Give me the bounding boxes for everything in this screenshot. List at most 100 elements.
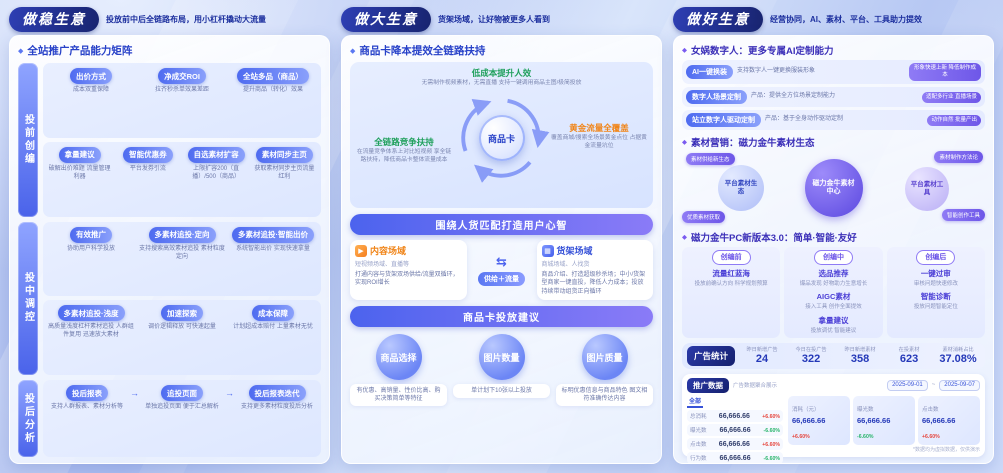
feature-chip[interactable]: 自选素材扩容 (187, 146, 245, 163)
tab-all[interactable]: 全部 (687, 396, 704, 408)
pc30-item-name[interactable]: 智能诊断 (920, 292, 951, 302)
metric-value: 66,666.66 (922, 415, 956, 425)
advice-item: 图片质量 标明优惠信息与商品特色 图文相符准确传达内容 (556, 334, 653, 407)
metric-row: 行为数 66,666.66 -6.60% (687, 451, 783, 463)
node-desc: 无需制作视频素材，无需直播 支持一键调用商品主图/极简投放 (421, 80, 582, 86)
pc30-item-desc: 接入工具 创作全面提效 (805, 304, 862, 311)
nvwa-tag: 适配多行业 直播场景 (921, 91, 981, 103)
diamond-icon: ◆ (682, 234, 687, 242)
feature-cell: 多素材追投·智能出价 系统智能出价 实现快速拿量 (229, 226, 317, 253)
stage-tab-post-analysis[interactable]: 投后分析 (18, 380, 38, 457)
nvwa-chip[interactable]: AI一键换装 (686, 65, 733, 80)
metric-delta: +6.60% (922, 433, 940, 440)
metric-delta: -6.60% (763, 427, 780, 434)
feature-cell: 智能优惠券 平台发券引流 (115, 146, 180, 173)
date-from-picker[interactable]: 2025-09-01 (887, 379, 928, 391)
advice-desc: 标明优惠信息与商品特色 图文相符准确传达内容 (556, 384, 653, 407)
date-to-picker[interactable]: 2025-09-07 (939, 379, 980, 391)
feature-chip[interactable]: 多素材追投·定向 (148, 226, 216, 243)
feature-desc: 支持人群报表、素材分析等 (50, 404, 123, 411)
stage-tab-mid-control[interactable]: 投中调控 (18, 221, 38, 376)
metric-name: 点击数 (922, 406, 939, 413)
material-title-text: 素材营销：磁力金牛素材生态 (691, 138, 815, 150)
feature-desc: 拉齐秒杀单效果差距 (154, 87, 209, 93)
feature-chip[interactable]: 多素材追投·浅度 (57, 305, 125, 322)
advice-circle: 图片质量 (581, 334, 628, 381)
metric-value: 66,666.66 (718, 440, 750, 448)
material-tag: 智能创作工具 (941, 209, 985, 222)
nvwa-chip[interactable]: 站立数字人驱动定制 (686, 113, 761, 128)
advice-item: 商品选择 有优惠、高销量、性价比高、购买决策简单等特征 (350, 334, 447, 407)
feature-cell: 全站多品（商品） 提升商品（转化）效果 (229, 68, 317, 94)
feature-chip[interactable]: 追投页面 (161, 385, 203, 402)
promo-note: 广告数据聚合展示 (733, 383, 778, 390)
nvwa-tag: 动作自然 批量产出 (927, 114, 981, 126)
feature-chip[interactable]: 投后报表 (66, 385, 108, 402)
feature-desc: 获取素材同步主页流量红利 (254, 165, 315, 180)
metric-delta: +6.60% (762, 413, 780, 420)
efficiency-card: ◆ 女娲数字人：更多专属AI定制能力 AI一键换装 支持数字人一键更换服装形象 … (673, 35, 994, 464)
pc30-item-name[interactable]: 拿量建议 (818, 315, 849, 325)
metric-name: 消耗（元） (792, 406, 820, 413)
shelf-scene-icon: ▦ (541, 244, 554, 257)
content-scene-box: ▶ 内容场域 短视频场域、直播等 打通内容与货架双场供给/流量双循环，实现ROI… (350, 240, 467, 301)
stage-tab-pre-creation[interactable]: 投前创编 (18, 63, 38, 217)
material-section: ◆ 素材营销：磁力金牛素材生态 平台素材生态 磁力金牛素材中心 平台素材工具 素… (682, 135, 985, 225)
pc30-column-head[interactable]: 创编后 (916, 250, 956, 266)
metric-list: 全部 总消耗 66,666.66 +6.60% 曝光数 66,666.66 -6… (687, 396, 783, 463)
data-disclaimer: *数据均为虚拟数据，仅供演示 (913, 447, 980, 453)
promo-data-panel: 推广数据 广告数据聚合展示 2025-09-01 ~ 2025-09-07 全部… (682, 373, 985, 463)
feature-chip[interactable]: 投后报表迭代 (248, 385, 306, 402)
stat-item: 在投素材 623 (887, 346, 931, 365)
feature-cell: 投后报表 支持人群报表、素材分析等 (47, 385, 127, 411)
nvwa-desc: 产品：基于全身动作驱动定制 (765, 116, 844, 123)
material-title: ◆ 素材营销：磁力金牛素材生态 (682, 135, 985, 149)
pc30-item-name[interactable]: 选品推荐 (818, 269, 849, 279)
feature-chip[interactable]: 出价方式 (70, 68, 112, 84)
nvwa-row: AI一键换装 支持数字人一键更换服装形象 形象快速上新 降低制作成本 (682, 60, 985, 85)
panel-subtitle: 货架场域，让好物被更多人看到 (438, 14, 550, 24)
pc30-column-head[interactable]: 创编中 (813, 250, 853, 266)
diamond-icon: ◆ (350, 47, 356, 55)
feature-chip[interactable]: 全站多品（商品） (237, 68, 309, 84)
feature-chip[interactable]: 成本保障 (252, 305, 294, 322)
node-label: 黄金流量全覆盖 (569, 123, 629, 133)
pc30-column-head[interactable]: 创编前 (711, 250, 751, 266)
card-title-text: 全站推广产品能力矩阵 (27, 45, 133, 57)
cycle-node-golden-traffic: 黄金流量全覆盖 覆盖商城/搜索全场景黄金点位 占据黄金流量坑位 (549, 122, 649, 151)
feature-chip[interactable]: 有效推广 (70, 226, 112, 243)
nvwa-chip[interactable]: 数字人场景定制 (686, 90, 747, 105)
panel-header: 做大生意 货架场域，让好物被更多人看到 (341, 6, 662, 32)
pc30-item-desc: 投放问题智能定位 (913, 304, 958, 311)
feature-cell: 多素材追投·浅度 高质量浅度杠杆素材追投 人群组件复用 迅速放大素材 (47, 305, 135, 339)
metric-value: 66,666.66 (718, 412, 750, 420)
pc30-item-desc: 投放前确认方向 科学规划预算 (694, 281, 768, 288)
pc30-item-name[interactable]: 一键过审 (920, 269, 951, 279)
feature-cell: 多素材追投·定向 支持搜索高效素材追投 素材粒度定向 (138, 226, 226, 261)
metric-delta: +6.60% (792, 433, 810, 440)
feature-chip[interactable]: 多素材追投·智能出价 (232, 226, 314, 243)
cycle-arrows-svg (461, 98, 550, 183)
metric-name: 曝光数 (690, 427, 707, 434)
arrow-right-icon: → (225, 388, 234, 399)
pc30-item-name[interactable]: AIGC素材 (816, 292, 851, 302)
feature-chip[interactable]: 拿量建议 (58, 146, 101, 163)
feature-row: 出价方式 成本双重保障 净成交ROI 拉齐秒杀单效果差距 全站多品（商品） 提升… (43, 63, 321, 138)
advice-circle: 商品选择 (375, 334, 422, 381)
feature-chip[interactable]: 智能优惠券 (123, 146, 173, 163)
advice-desc: 单计划下10张以上投放 (453, 384, 550, 399)
feature-row: 多素材追投·浅度 高质量浅度杠杆素材追投 人群组件复用 迅速放大素材 加速探索 … (43, 300, 321, 376)
panel-header: 做稳生意 投放前中后全链路布局，用小杠杆撬动大流量 (9, 6, 330, 32)
scene-sub: 短视频场域、直播等 (355, 262, 410, 268)
feature-chip[interactable]: 加速探索 (161, 305, 203, 322)
feature-row: 拿量建议 破解出价难题 流量管理利器 智能优惠券 平台发券引流 自选素材扩容 上… (43, 141, 321, 217)
feature-chip[interactable]: 素材同步主页 (255, 146, 313, 163)
capability-matrix-card: ◆ 全站推广产品能力矩阵 投前创编 出价方式 成本双重保障 净成交RO (9, 35, 330, 464)
nvwa-row: 站立数字人驱动定制 产品：基于全身动作驱动定制 动作自然 批量产出 (682, 110, 985, 131)
diamond-icon: ◆ (682, 47, 687, 54)
supply-traffic-pill: 供给＋流量 (478, 272, 525, 287)
feature-cell: 出价方式 成本双重保障 (47, 68, 135, 94)
feature-chip[interactable]: 净成交ROI (158, 68, 206, 84)
pc30-item-name[interactable]: 流量红蓝海 (712, 269, 750, 279)
